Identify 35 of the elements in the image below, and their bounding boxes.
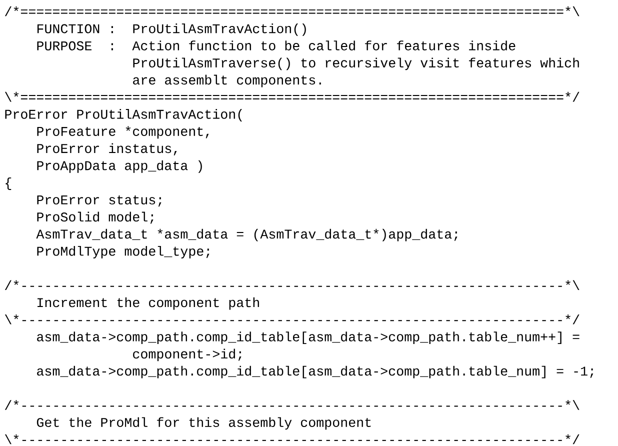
comment-rule: --------------------------------------------------------------------*/ [22,314,580,324]
comment-rule: \* [4,92,19,102]
comment-rule: /* [4,280,19,290]
comment-rule: ====================================================================*\ [20,6,580,16]
comment-rule: ====================================================================*/ [20,92,580,102]
comment-text: ProUtilAsmTravAction() [133,23,306,36]
code-line: ProSolid model; [37,212,154,224]
comment-text: Action function to be called for features inside [132,40,516,50]
comment-text: ProUtilAsmTraverse() to recursively visit features which [133,58,579,70]
code-line: ProError instatus, [37,143,177,156]
comment-rule: /* [4,400,19,410]
comment-text: : [111,43,113,50]
comment-text: Increment the component path [38,297,259,310]
comment-text: FUNCTION [37,24,100,34]
code-line: ProError ProUtilAsmTravAction( [5,109,242,122]
code-line: ProFeature *component, [37,126,209,139]
comment-rule: \* [4,314,19,324]
comment-text: : [111,26,113,34]
code-line: ProError status; [37,195,162,207]
comment-rule: --------------------------------------------------------------------*\ [22,280,580,290]
code-line: { [6,178,12,190]
code-line: (AsmTrav_data_t*)app_data; [254,228,458,242]
code-line: ProAppData app_data ) [37,160,202,173]
comment-text: are assemblt components. [133,74,321,88]
comment-rule: \* [4,434,19,444]
comment-rule: --------------------------------------------------------------------*/ [22,434,580,444]
comment-rule: --------------------------------------------------------------------*\ [22,400,580,410]
comment-text: Get the ProMdl for this assembly component [36,417,371,430]
code-line: component->id; [133,348,242,362]
comment-rule: /* [4,6,19,16]
comment-text: PURPOSE [37,41,92,50]
code-line: ProMdlType model_type; [37,246,210,258]
code-line: AsmTrav_data_t *asm_data = [36,228,244,240]
code-line: asm_data->comp_path.comp_id_table[asm_data->comp_path.table_num] = -1; [37,366,594,378]
code-line: asm_data->comp_path.comp_id_table[asm_data->comp_path.table_num++] = [37,332,580,344]
